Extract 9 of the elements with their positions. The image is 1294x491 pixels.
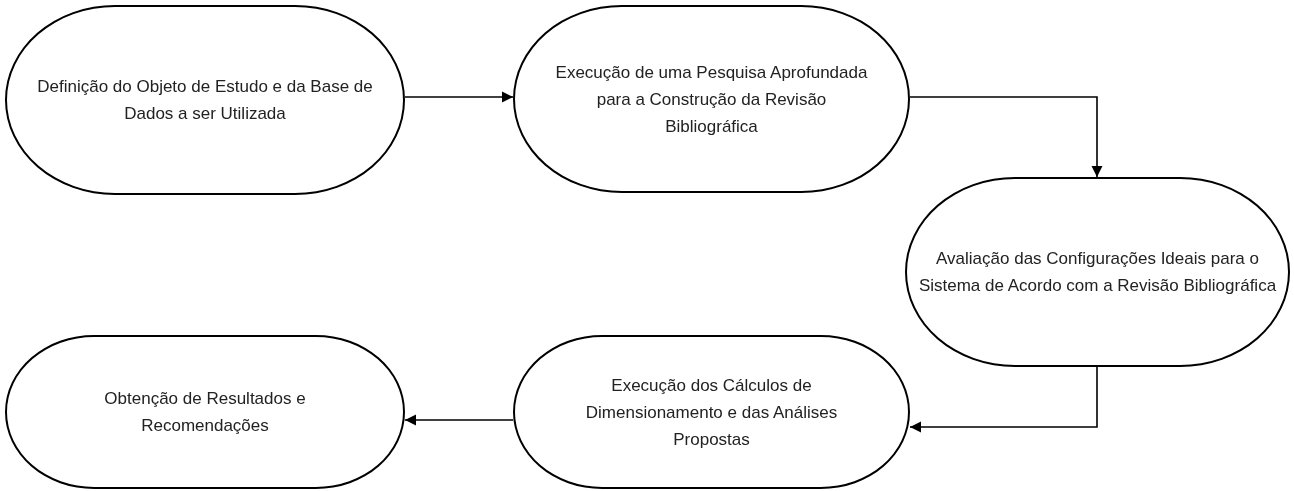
arrow bbox=[404, 91, 514, 103]
node-label: Obtenção de Resultados e Recomendações bbox=[103, 388, 307, 437]
node-label: Execução de uma Pesquisa Aprofundada para a Construção da Revisão Bibliográfica bbox=[555, 61, 868, 138]
node-label: Execução dos Cálculos de Dimensionamento e das Análises Propostas bbox=[584, 374, 839, 451]
node-label: Definição do Objeto de Estudo e da Base de Dados a ser Utilizada bbox=[36, 76, 374, 125]
arrow bbox=[909, 96, 1103, 178]
arrow bbox=[404, 414, 514, 426]
node-label: Avaliação das Configurações Ideais para o Sistema de Acordo com a Revisão Bibliográfica bbox=[917, 248, 1278, 297]
arrow bbox=[909, 366, 1098, 433]
